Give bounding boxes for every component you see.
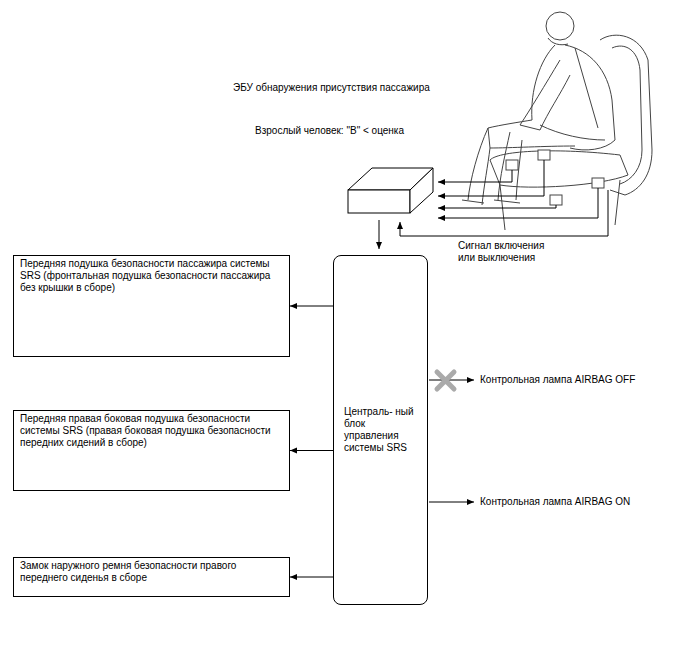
seated-person <box>462 12 652 230</box>
arrow-connector <box>290 306 333 307</box>
text-label: Контрольная лампа AIRBAG ON <box>480 496 630 508</box>
buckle-box: Замок наружного ремня безопасности право… <box>13 557 290 597</box>
text-label: Контрольная лампа AIRBAG OFF <box>480 374 635 386</box>
box-text: Замок наружного ремня безопасности право… <box>20 560 283 584</box>
control-unit-box: Централь- ный блок управления системы SR… <box>333 255 428 605</box>
arrow-connector <box>290 450 333 451</box>
text-label: ЭБУ обнаружения присутствия пассажира <box>233 82 430 94</box>
text-label: Взрослый человек: "B" < оценка <box>255 125 404 137</box>
off-cross <box>437 372 454 389</box>
box-text: Централь- ный блок управления системы SR… <box>344 406 417 454</box>
airbag-box: Передняя правая боковая подушка безопасн… <box>13 410 290 491</box>
box-text: Передняя правая боковая подушка безопасн… <box>20 413 283 449</box>
box-text: Передняя подушка безопасности пассажира … <box>20 258 283 294</box>
ecu-box <box>348 168 433 213</box>
arrow-connector <box>290 577 333 578</box>
airbag-box: Передняя подушка безопасности пассажира … <box>13 255 290 357</box>
text-label: Сигнал включения или выключения <box>458 240 558 264</box>
